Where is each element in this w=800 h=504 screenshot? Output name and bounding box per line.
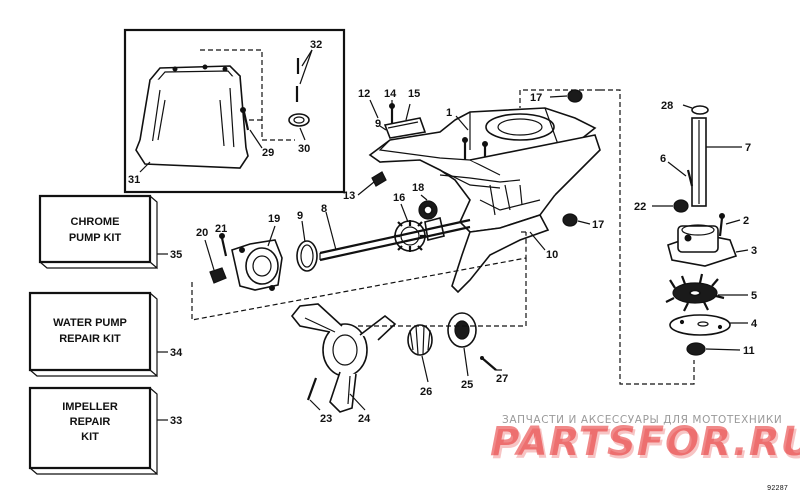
callout-labels: 1 2 3 4 5 6 7 8 9 9 10 11 12 13 14 15 16…: [128, 39, 758, 425]
watermark-brand: PARTSFOR.RU: [490, 419, 800, 465]
callout-25: 25: [461, 379, 473, 391]
part-23-pin: [306, 377, 318, 401]
part-11-seal: [686, 342, 706, 356]
kit-box-water-pump-repair: WATER PUMP REPAIR KIT 34: [28, 291, 183, 378]
callout-5: 5: [751, 290, 757, 302]
callout-8: 8: [321, 203, 327, 215]
part-4-plate: [669, 314, 731, 336]
part-31-adapter: [135, 64, 249, 169]
part-9-oring: [296, 240, 318, 272]
callout-14: 14: [384, 88, 397, 100]
callout-29: 29: [262, 147, 274, 159]
callout-7: 7: [745, 142, 751, 154]
kit-label-line: IMPELLER: [62, 401, 118, 413]
callout-22: 22: [634, 201, 646, 213]
kit-label-line: WATER PUMP: [53, 317, 127, 329]
callout-17-top: 17: [530, 92, 542, 104]
callout-32: 32: [310, 39, 322, 51]
part-32-pins: [295, 49, 313, 102]
callout-11: 11: [743, 345, 755, 357]
part-2-screw: [718, 213, 725, 237]
watermark-tagline: ЗАПЧАСТИ И АКСЕССУАРЫ ДЛЯ МОТОТЕХНИКИ: [502, 414, 782, 426]
part-28-grommet: [691, 105, 709, 115]
part-17-plug-top: [567, 89, 583, 103]
part-13-plug: [371, 171, 387, 187]
callout-30: 30: [298, 143, 310, 155]
part-26-bushing: [407, 324, 433, 356]
leader-lines: [204, 95, 749, 411]
callout-27: 27: [496, 373, 508, 385]
part-22-seal: [673, 199, 689, 213]
callout-17-side: 17: [592, 219, 604, 231]
part-27-pin: [480, 356, 497, 371]
part-24-propeller: [290, 303, 397, 413]
callout-1: 1: [446, 107, 452, 119]
callout-13: 13: [343, 190, 355, 202]
figure-code: 92287: [767, 485, 788, 493]
callout-19: 19: [268, 213, 280, 225]
watermark: ЗАПЧАСТИ И АКСЕССУАРЫ ДЛЯ МОТОТЕХНИКИ PA…: [490, 414, 800, 468]
part-25-thrust-bushing: [447, 312, 477, 348]
callout-18: 18: [412, 182, 424, 194]
kit-label-line: CHROME: [71, 216, 120, 228]
part-7-water-tube: [691, 117, 707, 207]
part-20-plug: [209, 267, 227, 284]
callout-21: 21: [215, 223, 227, 235]
part-3-pump-housing: [667, 224, 738, 267]
part-6-pin: [686, 169, 694, 187]
part-30-seal: [288, 113, 310, 127]
part-15-cover-plate: [383, 117, 427, 139]
part-29-screw: [240, 107, 250, 131]
part-1-gearcase: [368, 107, 601, 294]
kit-box-chrome-pump: CHROME PUMP KIT 35: [38, 194, 182, 270]
kit-label-line: REPAIR KIT: [59, 333, 121, 345]
callout-9-upper: 9: [375, 118, 381, 130]
part-17-plug-side: [562, 213, 578, 227]
callout-23: 23: [320, 413, 332, 425]
part-5-impeller: [665, 273, 725, 312]
watermark-brand-shadow: PARTSFOR.RU: [492, 422, 800, 468]
part-19-bearing-housing: [231, 239, 283, 291]
callout-4: 4: [751, 318, 758, 330]
callout-28: 28: [661, 100, 673, 112]
callout-31: 31: [128, 174, 140, 186]
callout-2: 2: [743, 215, 749, 227]
callout-26: 26: [420, 386, 432, 398]
callout-12: 12: [358, 88, 370, 100]
part-8-prop-shaft: [319, 218, 471, 262]
callout-33: 33: [170, 415, 182, 427]
callout-34: 34: [170, 347, 183, 359]
kit-box-impeller-repair: IMPELLER REPAIR KIT 33: [28, 386, 182, 476]
callout-3: 3: [751, 245, 757, 257]
callout-15: 15: [408, 88, 420, 100]
kit-label-line: PUMP KIT: [69, 232, 122, 244]
callout-35: 35: [170, 249, 182, 261]
kit-label-line: REPAIR: [70, 416, 111, 428]
kit-label-line: KIT: [81, 431, 99, 443]
callout-16: 16: [393, 192, 405, 204]
inset-box: [123, 28, 346, 194]
callout-24: 24: [358, 413, 371, 425]
callout-10: 10: [546, 249, 558, 261]
part-14-screw: [389, 103, 395, 124]
callout-9-lower: 9: [297, 210, 303, 222]
callout-20: 20: [196, 227, 208, 239]
callout-6: 6: [660, 153, 666, 165]
